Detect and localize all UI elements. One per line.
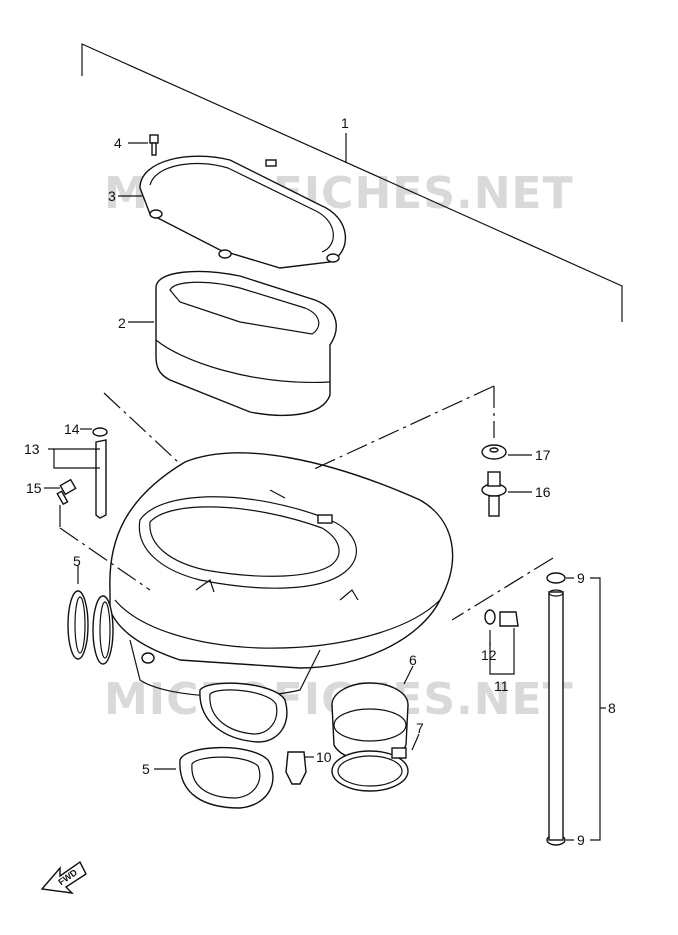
callout-12: 12: [481, 647, 497, 663]
drain-cap: [484, 609, 519, 675]
intake-sleeve: [331, 665, 414, 762]
breather-tube: [48, 427, 108, 519]
seal-ring-upper: [67, 565, 114, 665]
callout-3: 3: [108, 188, 116, 204]
drain-plug: [285, 751, 314, 785]
callout-13: 13: [24, 441, 40, 457]
screw-part: [128, 134, 159, 156]
nozzle-part: [481, 471, 532, 517]
callout-6: 6: [409, 652, 417, 668]
callout-7: 7: [416, 720, 424, 736]
filter-element: [128, 270, 337, 417]
air-cleaner-case: [109, 452, 454, 698]
callout-15: 15: [26, 480, 42, 496]
callout-4: 4: [114, 135, 122, 151]
callout-17: 17: [535, 447, 551, 463]
callout-9-top: 9: [577, 570, 585, 586]
callout-16: 16: [535, 484, 551, 500]
callout-9-bottom: 9: [577, 832, 585, 848]
hose-clamp: [331, 733, 420, 792]
assembly-bracket: [81, 43, 623, 322]
callout-11: 11: [494, 678, 509, 694]
callout-1: 1: [341, 115, 349, 131]
assembly-guides: [59, 385, 554, 621]
bolt-part: [44, 478, 77, 506]
forward-arrow-icon: FWD: [40, 860, 87, 894]
callout-5-lower: 5: [142, 761, 150, 777]
callout-2: 2: [118, 315, 126, 331]
air-cleaner-cover: [118, 155, 346, 269]
drain-hose: [546, 572, 606, 846]
callout-10: 10: [316, 749, 332, 765]
callout-5-upper: 5: [73, 553, 81, 569]
seal-ring-lower: [154, 746, 274, 809]
intake-duct: [199, 682, 288, 743]
callout-8: 8: [608, 700, 616, 716]
washer-part: [481, 444, 532, 460]
callout-14: 14: [64, 421, 80, 437]
